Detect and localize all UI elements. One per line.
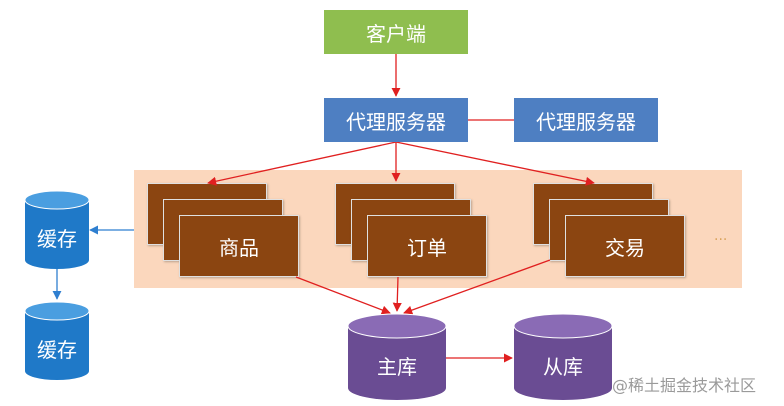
client-label: 客户端 bbox=[366, 21, 426, 46]
cache-cylinder-2 bbox=[24, 301, 90, 380]
services-more-ellipsis: ... bbox=[714, 228, 728, 244]
cache-cylinder-1 bbox=[24, 190, 90, 269]
master-db-cylinder bbox=[347, 313, 447, 400]
arrow-proxy-to-product bbox=[207, 141, 397, 186]
proxy-server-label: 代理服务器 bbox=[346, 109, 446, 134]
proxy-server-label: 代理服务器 bbox=[536, 109, 636, 134]
slave-db-cylinder bbox=[513, 313, 613, 400]
client-node: 客户端 bbox=[324, 10, 468, 54]
arrow-trade-to-master bbox=[403, 259, 551, 315]
service-product: 商品 bbox=[179, 215, 299, 277]
arrow-proxy-to-trade bbox=[395, 141, 595, 186]
proxy-server-secondary: 代理服务器 bbox=[514, 98, 658, 142]
arrow-order-to-master bbox=[392, 276, 402, 312]
service-trade-label: 交易 bbox=[605, 235, 645, 260]
service-product-label: 商品 bbox=[219, 235, 259, 260]
proxy-server-primary: 代理服务器 bbox=[324, 98, 468, 142]
service-order: 订单 bbox=[367, 215, 487, 277]
watermark-text: @稀土掘金技术社区 bbox=[612, 376, 757, 395]
service-order-label: 订单 bbox=[407, 235, 447, 260]
service-trade: 交易 bbox=[565, 215, 685, 277]
arrow-product-to-master bbox=[295, 276, 391, 315]
